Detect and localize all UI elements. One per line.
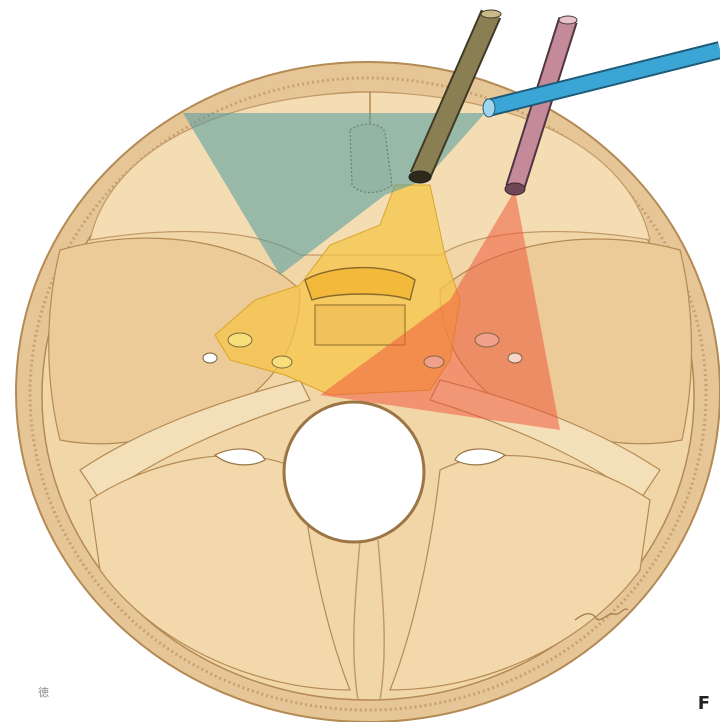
corner-mark: 徳 xyxy=(38,684,49,700)
left-foramen-spinosum xyxy=(272,356,292,368)
dorsum-sellae xyxy=(315,305,405,345)
right-foramen-spinosum xyxy=(424,356,444,368)
right-internal-acoustic-meatus xyxy=(508,353,522,363)
panel-label: F xyxy=(698,693,710,714)
blue-instrument xyxy=(483,50,720,117)
left-foramen-lacerum xyxy=(203,353,217,363)
foramen-magnum xyxy=(284,402,424,542)
left-foramen-ovale xyxy=(228,333,252,347)
right-foramen-ovale xyxy=(475,333,499,347)
